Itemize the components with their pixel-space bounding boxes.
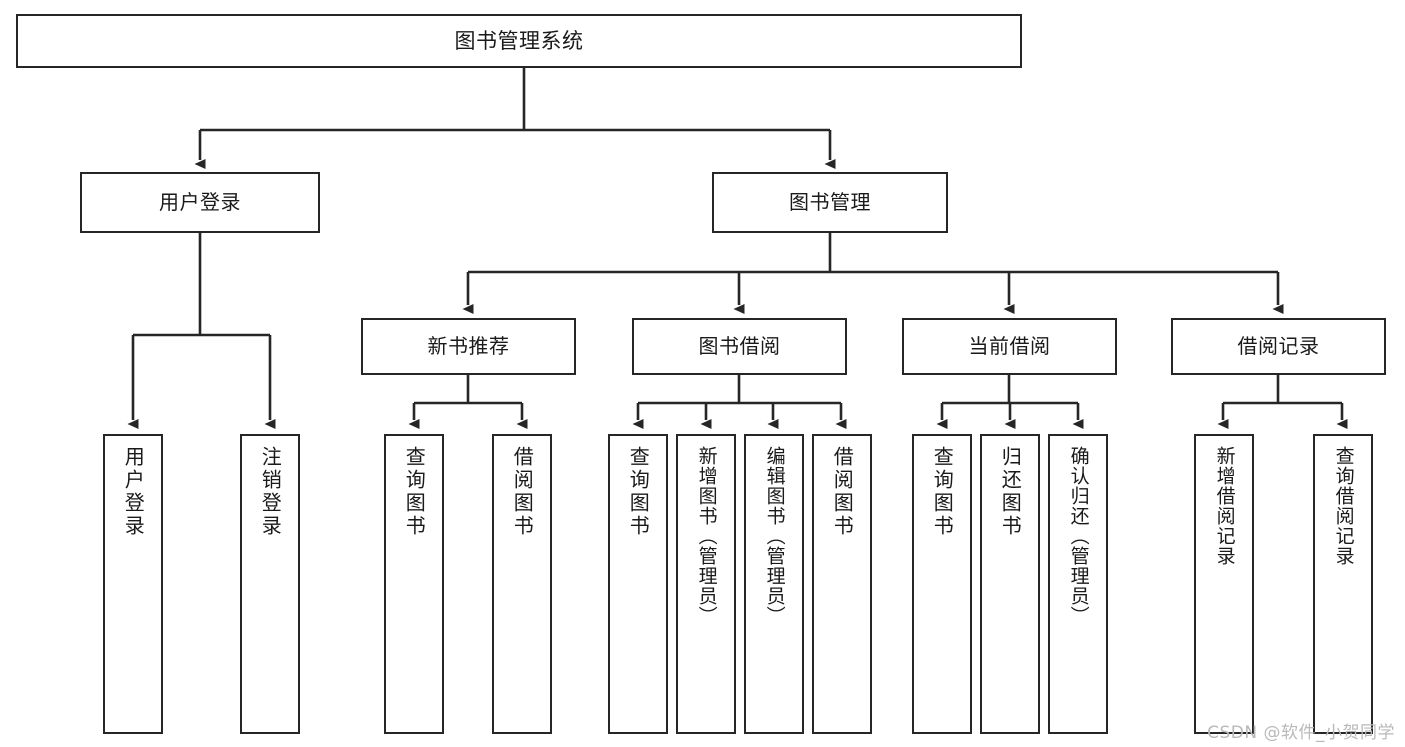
node-label: 注销登录 [258,446,283,538]
node-leaf-current-borrow-confirm[interactable]: 确认归还（管理员） [1048,434,1108,734]
node-label: 借阅图书 [510,446,535,538]
node-label: 图书管理系统 [454,28,584,53]
node-label: 新书推荐 [427,334,510,358]
node-label: 图书借阅 [698,334,781,358]
node-leaf-new-book-borrow[interactable]: 借阅图书 [492,434,552,734]
node-current-borrow[interactable]: 当前借阅 [902,318,1117,375]
node-label: 借阅图书 [830,446,855,538]
node-leaf-book-borrow-add[interactable]: 新增图书（管理员） [676,434,736,734]
node-leaf-user-login-logout[interactable]: 注销登录 [240,434,300,734]
node-label: 用户登录 [159,190,241,214]
node-book-management[interactable]: 图书管理 [712,172,948,233]
node-user-login[interactable]: 用户登录 [80,172,320,233]
node-label: 当前借阅 [968,334,1051,358]
node-new-book-recommend[interactable]: 新书推荐 [361,318,576,375]
node-leaf-book-borrow-query[interactable]: 查询图书 [608,434,668,734]
node-label: 查询图书 [930,446,955,538]
node-leaf-user-login-login[interactable]: 用户登录 [103,434,163,734]
node-label: 新增图书（管理员） [695,446,718,626]
node-leaf-book-borrow-edit[interactable]: 编辑图书（管理员） [744,434,804,734]
node-borrow-record[interactable]: 借阅记录 [1171,318,1386,375]
node-label: 查询图书 [402,446,427,538]
node-label: 确认归还（管理员） [1067,446,1090,626]
node-leaf-borrow-record-add[interactable]: 新增借阅记录 [1194,434,1254,734]
node-label: 用户登录 [121,446,146,538]
node-label: 图书管理 [789,190,871,214]
node-root-book-management-system[interactable]: 图书管理系统 [16,14,1022,68]
node-leaf-book-borrow-borrow[interactable]: 借阅图书 [812,434,872,734]
node-leaf-borrow-record-query[interactable]: 查询借阅记录 [1313,434,1373,734]
node-label: 查询图书 [626,446,651,538]
node-label: 新增借阅记录 [1213,446,1236,566]
node-leaf-current-borrow-query[interactable]: 查询图书 [912,434,972,734]
node-label: 编辑图书（管理员） [763,446,786,626]
node-label: 归还图书 [998,446,1023,538]
node-label: 借阅记录 [1237,334,1320,358]
node-label: 查询借阅记录 [1332,446,1355,566]
node-leaf-current-borrow-return[interactable]: 归还图书 [980,434,1040,734]
node-leaf-new-book-query[interactable]: 查询图书 [384,434,444,734]
node-book-borrow[interactable]: 图书借阅 [632,318,847,375]
